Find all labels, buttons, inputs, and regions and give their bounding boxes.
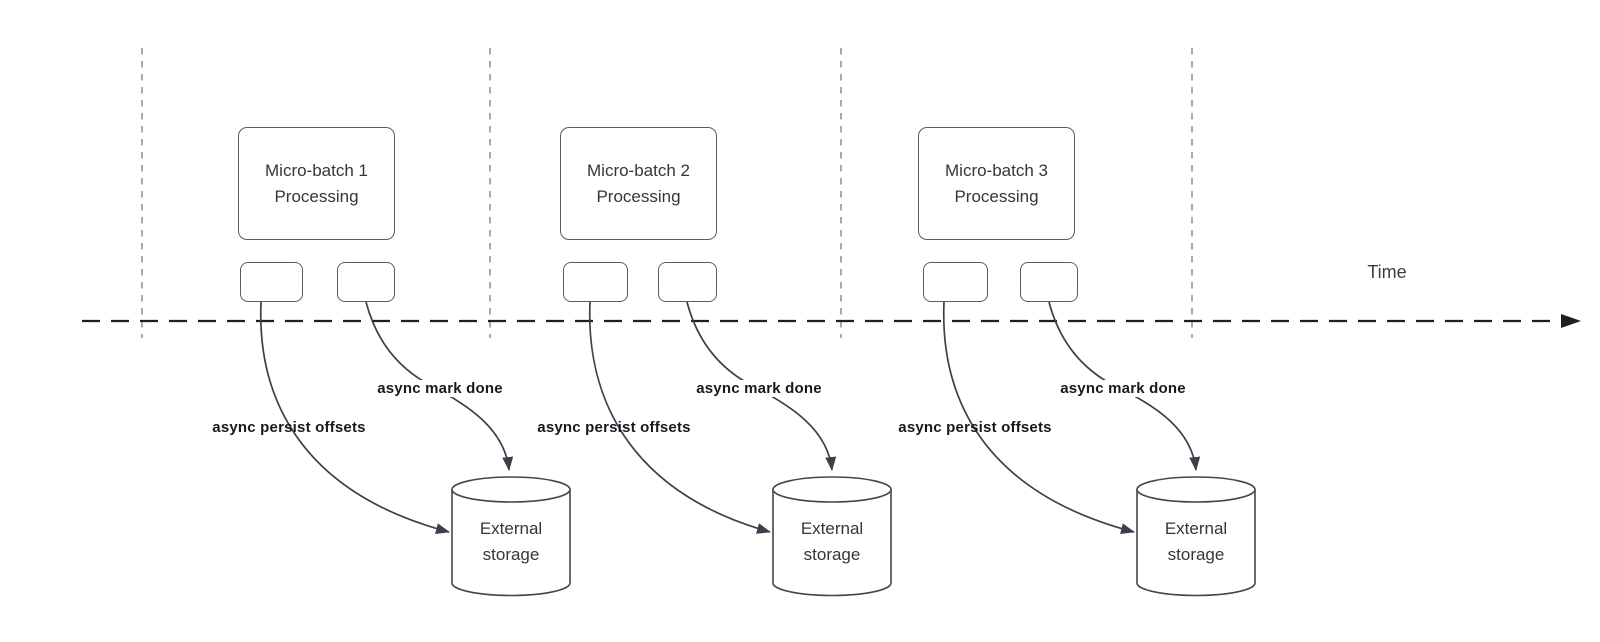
mark-done-source-box-3 — [1020, 262, 1078, 302]
persist-offsets-arrow-2 — [588, 301, 771, 534]
cylinder-top-ellipse — [451, 476, 571, 503]
persist-offsets-arrow-1 — [259, 301, 450, 534]
mark-done-label-1: async mark done — [374, 380, 506, 397]
micro-batch-1-label: Micro-batch 1 Processing — [265, 160, 368, 206]
cylinder-top-ellipse — [1136, 476, 1256, 503]
mark-done-label-2: async mark done — [693, 380, 825, 397]
micro-batch-3-box: Micro-batch 3 Processing — [918, 127, 1075, 240]
time-axis-label: Time — [1367, 262, 1407, 282]
mark-done-label-3: async mark done — [1057, 380, 1189, 397]
external-storage-label-3: External storage — [1164, 519, 1228, 564]
micro-batch-3-label: Micro-batch 3 Processing — [945, 160, 1048, 206]
persist-offsets-label-3: async persist offsets — [898, 419, 1052, 436]
mark-done-source-box-1 — [337, 262, 395, 302]
external-storage-label-2: External storage — [800, 519, 864, 564]
persist-offsets-source-box-2 — [563, 262, 628, 302]
mark-done-source-box-2 — [658, 262, 717, 302]
persist-offsets-label-1: async persist offsets — [212, 419, 366, 436]
persist-offsets-arrow-3 — [942, 301, 1135, 535]
persist-offsets-source-box-1 — [240, 262, 303, 302]
micro-batch-2-box: Micro-batch 2 Processing — [560, 127, 717, 240]
micro-batch-2-label: Micro-batch 2 Processing — [587, 160, 690, 206]
external-storage-label-1: External storage — [479, 519, 543, 564]
persist-offsets-source-box-3 — [923, 262, 988, 302]
time-axis-arrowhead — [1561, 314, 1581, 328]
persist-offsets-label-2: async persist offsets — [537, 419, 691, 436]
micro-batch-1-box: Micro-batch 1 Processing — [238, 127, 395, 240]
cylinder-top-ellipse — [772, 476, 892, 503]
